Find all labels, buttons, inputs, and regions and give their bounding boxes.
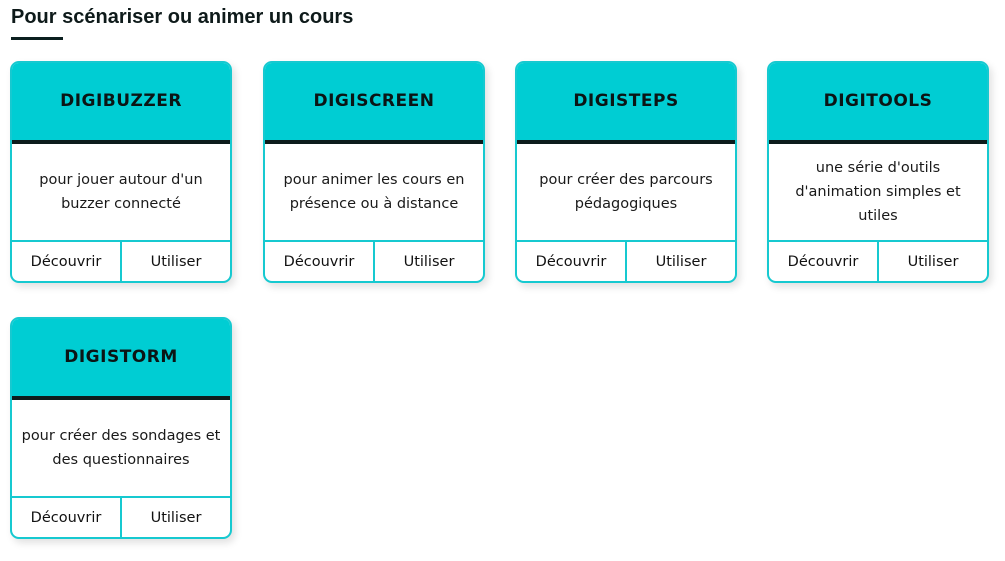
card-description: pour créer des sondages et des questionn… [12,400,230,498]
card-title: DIGISTORM [64,346,178,367]
card-digiscreen: DIGISCREEN pour animer les cours en prés… [263,61,485,283]
card-description: pour jouer autour d'un buzzer connecté [12,144,230,242]
card-description: pour animer les cours en présence ou à d… [265,144,483,242]
card-description-line: pédagogiques [574,196,678,212]
card-actions: Découvrir Utiliser [12,242,230,281]
card-description-line: pour animer les cours en [283,172,465,188]
card-title: DIGIBUZZER [60,90,182,111]
discover-button[interactable]: Découvrir [30,253,102,270]
card-actions: Découvrir Utiliser [517,242,735,281]
card-header: DIGISTEPS [517,63,735,144]
card-header: DIGITOOLS [769,63,987,144]
card-digistorm: DIGISTORM pour créer des sondages et des… [10,317,232,539]
card-description-line: une série d'outils [815,160,941,176]
discover-button[interactable]: Découvrir [30,509,102,526]
discover-button[interactable]: Découvrir [787,253,859,270]
card-actions: Découvrir Utiliser [12,498,230,537]
card-header: DIGISCREEN [265,63,483,144]
card-header: DIGIBUZZER [12,63,230,144]
use-button[interactable]: Utiliser [120,242,230,281]
card-description: une série d'outils d'animation simples e… [769,144,987,242]
card-description-line: pour créer des parcours [539,172,713,188]
card-description-line: pour jouer autour d'un [39,172,203,188]
card-description-line: pour créer des sondages et [21,428,221,444]
use-button[interactable]: Utiliser [877,242,987,281]
discover-button[interactable]: Découvrir [283,253,355,270]
card-digitools: DIGITOOLS une série d'outils d'animation… [767,61,989,283]
card-actions: Découvrir Utiliser [769,242,987,281]
card-header: DIGISTORM [12,319,230,400]
card-description-line: présence ou à distance [289,196,459,212]
card-description-line: d'animation simples et utiles [795,184,961,224]
card-description: pour créer des parcours pédagogiques [517,144,735,242]
discover-button[interactable]: Découvrir [535,253,607,270]
card-digisteps: DIGISTEPS pour créer des parcours pédago… [515,61,737,283]
card-title: DIGITOOLS [823,90,933,111]
card-title: DIGISTEPS [573,90,679,111]
use-button[interactable]: Utiliser [625,242,735,281]
card-description-line: buzzer connecté [61,196,181,212]
use-button[interactable]: Utiliser [373,242,483,281]
title-underline [11,37,63,40]
card-description-line: des questionnaires [52,452,190,468]
card-digibuzzer: DIGIBUZZER pour jouer autour d'un buzzer… [10,61,232,283]
use-button[interactable]: Utiliser [120,498,230,537]
section-title: Pour scénariser ou animer un cours [11,6,354,28]
card-title: DIGISCREEN [313,90,435,111]
card-actions: Découvrir Utiliser [265,242,483,281]
